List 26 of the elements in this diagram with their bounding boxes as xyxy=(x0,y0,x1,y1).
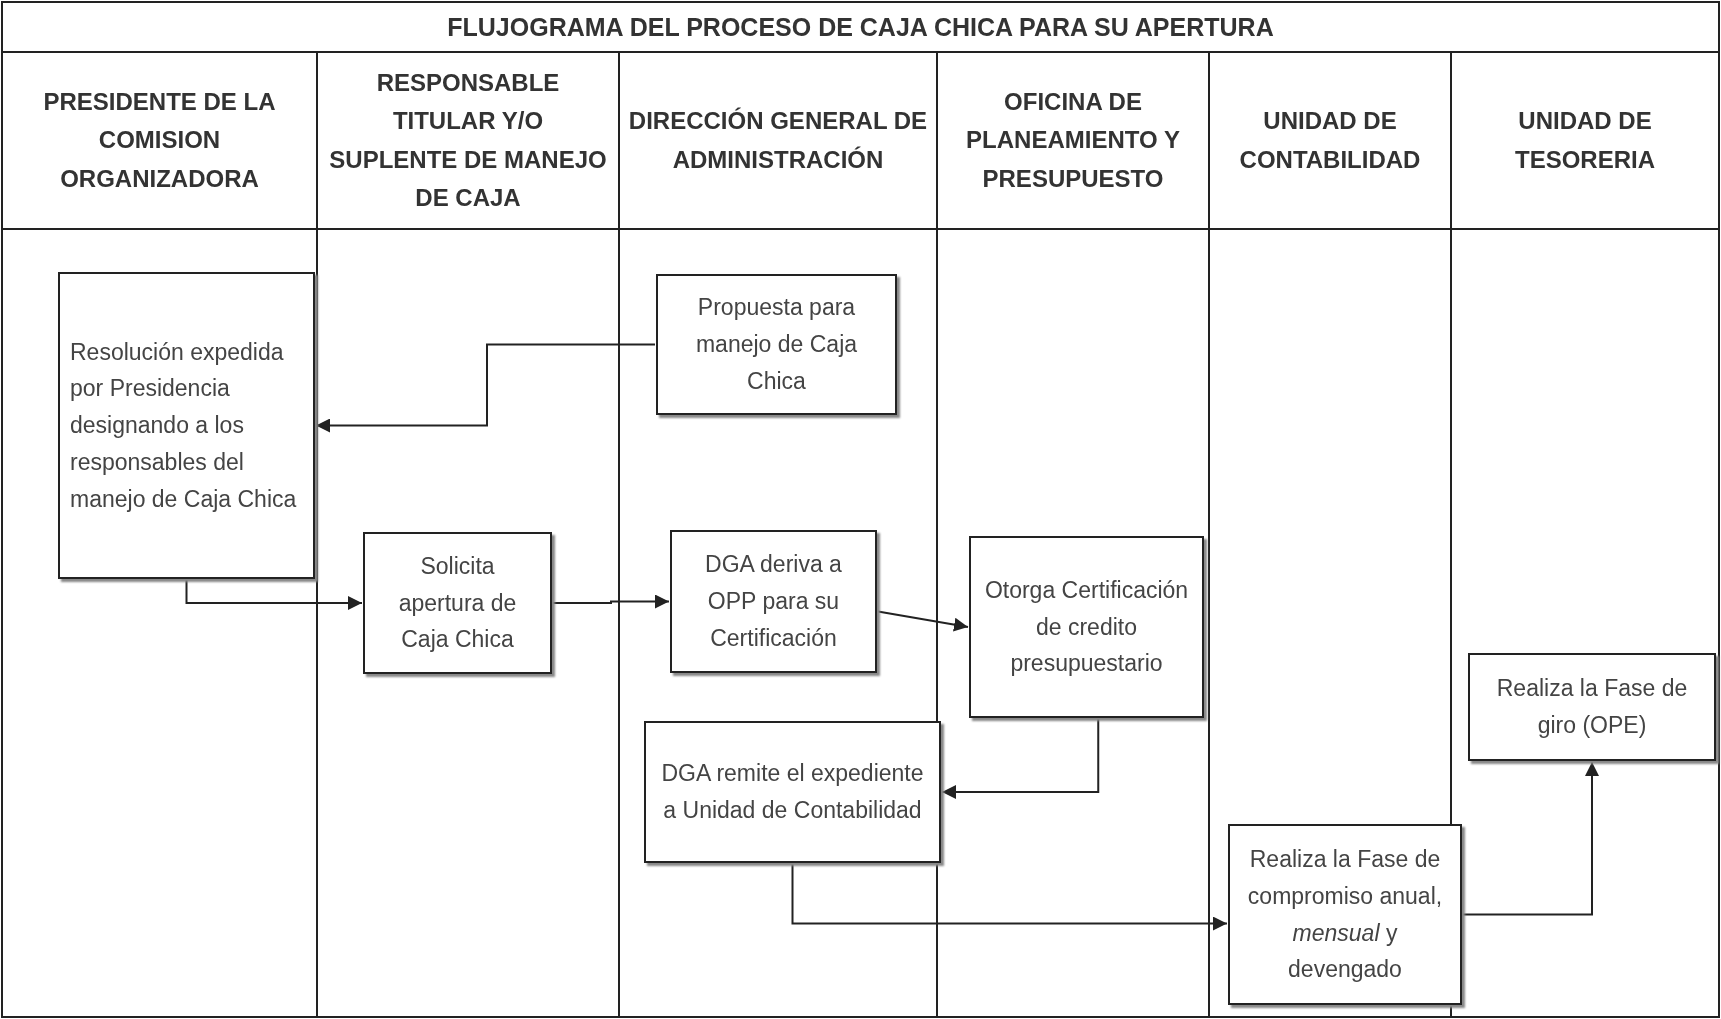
lane-header: UNIDAD DE TESORERIA xyxy=(1452,53,1718,230)
arrow xyxy=(185,579,363,610)
arrow xyxy=(791,863,1228,931)
diagram-title: FLUJOGRAMA DEL PROCESO DE CAJA CHICA PARA SU APERTURA xyxy=(3,3,1718,53)
arrow xyxy=(1462,761,1599,916)
process-box: Solicita apertura de Caja Chica xyxy=(363,532,552,674)
lane-header: DIRECCIÓN GENERAL DE ADMINISTRACIÓN xyxy=(620,53,936,230)
swimlane xyxy=(620,53,938,1016)
process-box: Otorga Certificación de credito presupuestario xyxy=(969,536,1204,718)
lane-header: PRESIDENTE DE LA COMISION ORGANIZADORA xyxy=(3,53,316,230)
lane-header: OFICINA DE PLANEAMIENTO Y PRESUPUESTO xyxy=(938,53,1208,230)
swimlane xyxy=(938,53,1210,1016)
arrow xyxy=(877,610,969,632)
process-box: Propuesta para manejo de Caja Chica xyxy=(656,274,897,415)
arrow xyxy=(552,594,670,609)
lane-header: RESPONSABLE TITULAR Y/O SUPLENTE DE MANEJO DE CAJA xyxy=(318,53,618,230)
process-box: DGA remite el expediente a Unidad de Contabilidad xyxy=(644,721,941,863)
arrow xyxy=(941,718,1100,799)
lane-header: UNIDAD DE CONTABILIDAD xyxy=(1210,53,1450,230)
process-box: DGA deriva a OPP para su Certificación xyxy=(670,530,877,673)
process-box: Resolución expedida por Presidencia designando a los responsables del manejo de Caja Chica xyxy=(58,272,315,579)
arrow xyxy=(315,343,656,433)
swimlane xyxy=(3,53,318,1016)
process-box: Realiza la Fase de compromiso anual, mensual y devengado xyxy=(1228,824,1462,1005)
process-box: Realiza la Fase de giro (OPE) xyxy=(1468,653,1716,761)
swimlane xyxy=(318,53,620,1016)
